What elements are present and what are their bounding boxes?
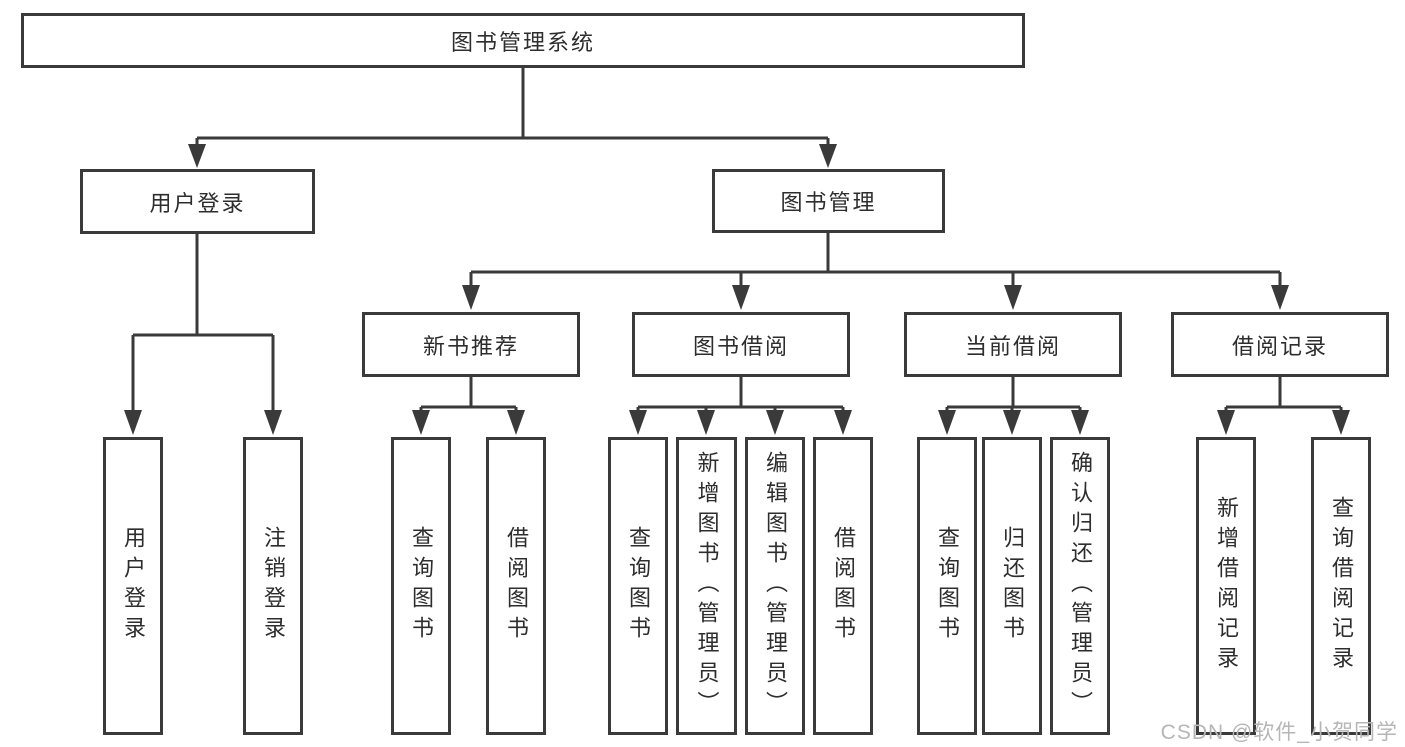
edge-bookborrow-to-leaves — [629, 377, 852, 435]
leaf-borrow-query-books: 查询图书 — [608, 437, 668, 735]
edge-bookmgmt-to-level3 — [462, 233, 1289, 310]
leaf-records-add-record: 新增借阅记录 — [1196, 437, 1256, 735]
leaf-newbooks-borrow-books: 借阅图书 — [486, 437, 546, 735]
node-user-login: 用户登录 — [80, 169, 315, 234]
leaf-borrow-add-books-admin: 新增图书（管理员） — [676, 437, 737, 735]
node-new-book-recommend: 新书推荐 — [362, 312, 580, 377]
edge-userlogin-to-leaves — [124, 234, 282, 435]
leaf-borrow-lend-books: 借阅图书 — [813, 437, 873, 735]
leaf-borrow-edit-books-admin: 编辑图书（管理员） — [745, 437, 805, 735]
node-root-system: 图书管理系统 — [21, 13, 1025, 68]
node-borrow-records: 借阅记录 — [1171, 312, 1389, 377]
edge-root-to-level2 — [188, 68, 837, 168]
edge-currentborrow-to-leaves — [938, 377, 1089, 435]
edge-newbooks-to-leaves — [412, 377, 525, 435]
leaf-user-login: 用户登录 — [103, 437, 163, 735]
leaf-current-confirm-return-admin: 确认归还（管理员） — [1050, 437, 1110, 735]
leaf-logout: 注销登录 — [243, 437, 303, 735]
csdn-watermark: CSDN @软件_小贺同学 — [1160, 721, 1398, 744]
leaf-records-query-record: 查询借阅记录 — [1311, 437, 1371, 735]
node-book-borrow: 图书借阅 — [632, 312, 850, 377]
leaf-current-query-books: 查询图书 — [917, 437, 977, 735]
leaf-newbooks-query-books: 查询图书 — [391, 437, 451, 735]
edge-records-to-leaves — [1217, 377, 1350, 435]
node-current-borrow: 当前借阅 — [904, 312, 1122, 377]
leaf-current-return-books: 归还图书 — [982, 437, 1042, 735]
node-book-management: 图书管理 — [712, 169, 945, 233]
